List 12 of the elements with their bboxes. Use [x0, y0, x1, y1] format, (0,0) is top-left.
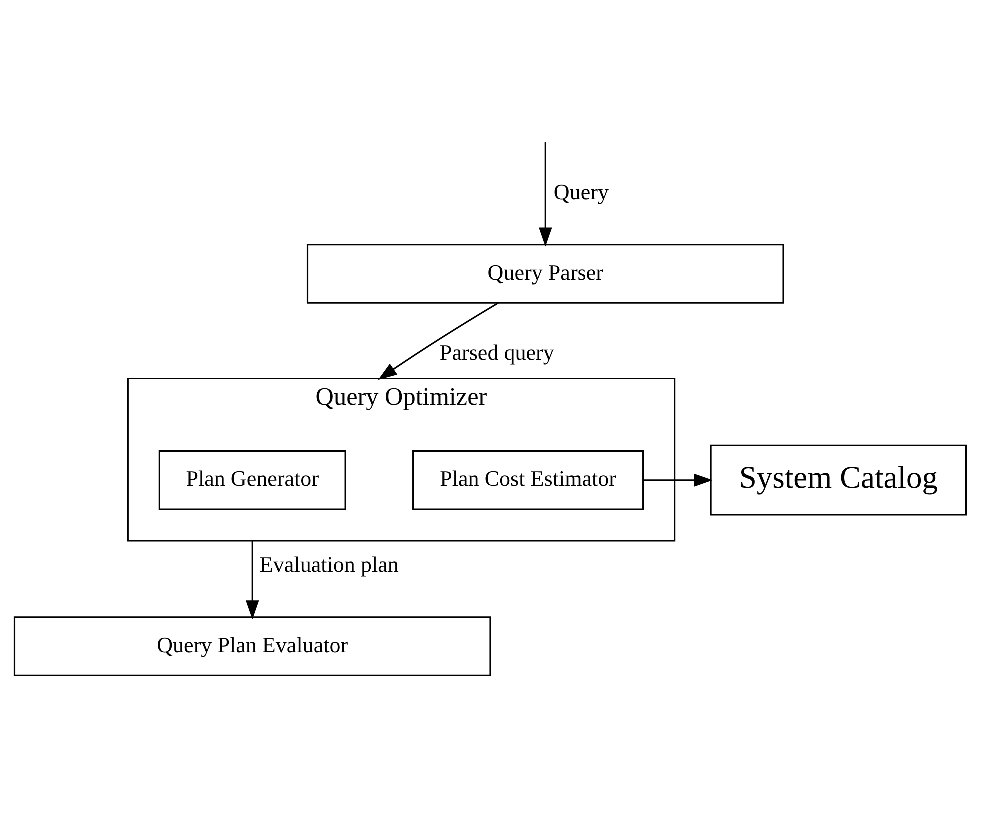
arrow	[246, 541, 260, 620]
node-box: System Catalog	[710, 444, 968, 516]
edge-label: Query	[554, 179, 610, 204]
node-box: Query Parser	[306, 244, 784, 304]
edge-label: Evaluation plan	[260, 552, 399, 578]
arrow	[539, 142, 552, 247]
arrow	[643, 474, 713, 487]
node-box: Plan Generator	[158, 450, 346, 510]
arrow	[378, 302, 499, 380]
edge-label: Parsed query	[440, 340, 554, 366]
node-box: Query Plan Evaluator	[14, 616, 492, 676]
node-box: Plan Cost Estimator	[412, 450, 644, 510]
